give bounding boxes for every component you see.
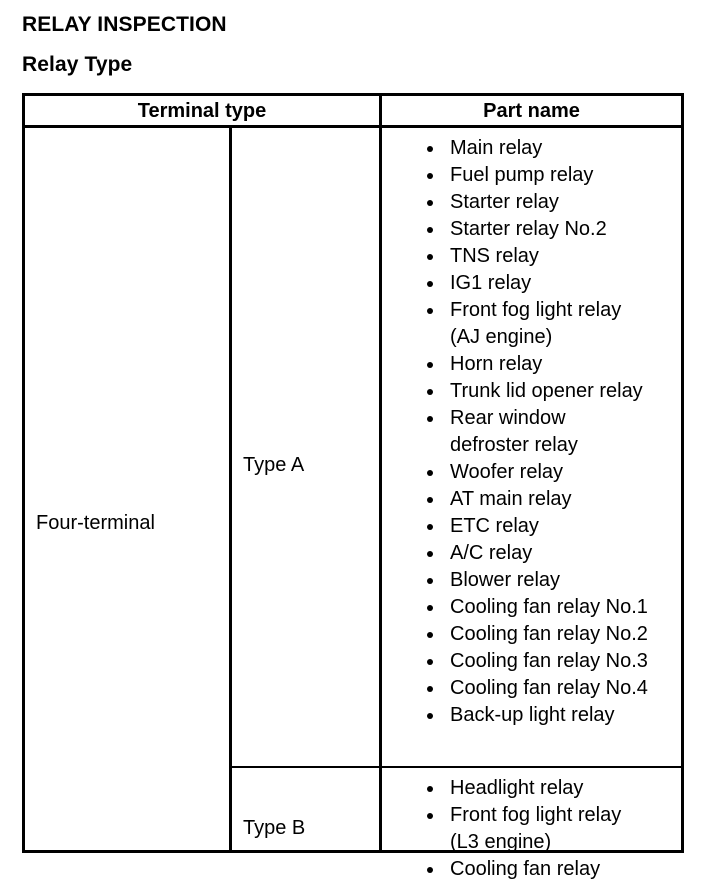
list-item: Cooling fan relay No.2 bbox=[382, 621, 681, 648]
list-item-label: A/C relay bbox=[450, 542, 533, 564]
bullet-icon bbox=[427, 786, 433, 792]
list-item: Cooling fan relay No.4 bbox=[382, 675, 681, 702]
list-item-label: Cooling fan relay No.3 bbox=[450, 650, 648, 672]
list-item: Main relay bbox=[382, 135, 681, 162]
bullet-icon bbox=[427, 146, 433, 152]
bullet-icon bbox=[427, 659, 433, 665]
list-item: Back-up light relay bbox=[382, 702, 681, 729]
bullet-icon bbox=[427, 308, 433, 314]
terminal-type-value: Four-terminal bbox=[36, 512, 155, 534]
list-item: Cooling fan relay bbox=[382, 856, 681, 883]
list-item-label: Woofer relay bbox=[450, 461, 564, 483]
list-item: Cooling fan relay No.1 bbox=[382, 594, 681, 621]
list-item-label: IG1 relay bbox=[450, 272, 532, 294]
bullet-icon bbox=[427, 632, 433, 638]
bullet-icon bbox=[427, 713, 433, 719]
list-item-label: Headlight relay bbox=[450, 777, 584, 799]
bullet-icon bbox=[427, 416, 433, 422]
terminal-type-cell: Four-terminal bbox=[25, 128, 232, 853]
list-item-continuation: defroster relay bbox=[450, 434, 578, 456]
bullet-icon bbox=[427, 389, 433, 395]
section-heading: Relay Type bbox=[22, 53, 133, 76]
list-item: Fuel pump relay bbox=[382, 162, 681, 189]
list-item: IG1 relay bbox=[382, 270, 681, 297]
bullet-icon bbox=[427, 867, 433, 873]
list-item: Front fog light relay (AJ engine) bbox=[382, 297, 681, 351]
list-item: Starter relay bbox=[382, 189, 681, 216]
list-item: AT main relay bbox=[382, 486, 681, 513]
bullet-icon bbox=[427, 362, 433, 368]
list-item: Rear window defroster relay bbox=[382, 405, 681, 459]
list-item: TNS relay bbox=[382, 243, 681, 270]
bullet-icon bbox=[427, 551, 433, 557]
list-item-label: Cooling fan relay No.1 bbox=[450, 596, 648, 618]
bullet-icon bbox=[427, 173, 433, 179]
list-item: Trunk lid opener relay bbox=[382, 378, 681, 405]
table-header-row: Terminal type Part name bbox=[25, 96, 681, 128]
list-item: Horn relay bbox=[382, 351, 681, 378]
list-item-label: Starter relay No.2 bbox=[450, 218, 607, 240]
list-item: Cooling fan relay No.3 bbox=[382, 648, 681, 675]
bullet-icon bbox=[427, 200, 433, 206]
list-item: A/C relay bbox=[382, 540, 681, 567]
type-cell-a: Type A bbox=[232, 128, 379, 768]
bullet-icon bbox=[427, 524, 433, 530]
list-item-label: Cooling fan relay bbox=[450, 858, 601, 880]
list-item-continuation: (L3 engine) bbox=[450, 831, 552, 853]
list-item-label: Trunk lid opener relay bbox=[450, 380, 643, 402]
list-item-label: ETC relay bbox=[450, 515, 539, 537]
list-item-label: Rear window bbox=[450, 407, 566, 429]
list-item: Blower relay bbox=[382, 567, 681, 594]
bullet-icon bbox=[427, 578, 433, 584]
bullet-icon bbox=[427, 813, 433, 819]
list-item-label: Cooling fan relay No.2 bbox=[450, 623, 648, 645]
bullet-icon bbox=[427, 605, 433, 611]
bullet-icon bbox=[427, 470, 433, 476]
list-item: Woofer relay bbox=[382, 459, 681, 486]
list-item-label: Horn relay bbox=[450, 353, 543, 375]
list-item-label: Fuel pump relay bbox=[450, 164, 594, 186]
list-item-label: Starter relay bbox=[450, 191, 559, 213]
list-item-continuation: (AJ engine) bbox=[450, 326, 553, 348]
bullet-icon bbox=[427, 497, 433, 503]
page-title: RELAY INSPECTION bbox=[22, 13, 227, 36]
list-item-label: TNS relay bbox=[450, 245, 539, 267]
bullet-icon bbox=[427, 227, 433, 233]
list-item-label: Front fog light relay bbox=[450, 804, 622, 826]
list-item-label: Blower relay bbox=[450, 569, 561, 591]
list-item-label: Front fog light relay bbox=[450, 299, 622, 321]
bullet-icon bbox=[427, 281, 433, 287]
list-item-label: AT main relay bbox=[450, 488, 572, 510]
relay-type-column: Type A Type B bbox=[232, 128, 382, 853]
type-cell-b: Type B bbox=[232, 768, 379, 853]
column-header-terminal-type: Terminal type bbox=[25, 96, 382, 128]
bullet-icon bbox=[427, 686, 433, 692]
list-item-label: Main relay bbox=[450, 137, 543, 159]
list-item: Front fog light relay (L3 engine) bbox=[382, 802, 681, 856]
bullet-icon bbox=[427, 254, 433, 260]
type-b-label: Type B bbox=[243, 817, 306, 839]
list-item-label: Cooling fan relay No.4 bbox=[450, 677, 648, 699]
list-item: Headlight relay bbox=[382, 775, 681, 802]
list-item: Starter relay No.2 bbox=[382, 216, 681, 243]
list-item: ETC relay bbox=[382, 513, 681, 540]
list-item-label: Back-up light relay bbox=[450, 704, 615, 726]
relay-type-table: Terminal type Part name Four-terminal Ty… bbox=[22, 93, 684, 880]
type-a-label: Type A bbox=[243, 454, 305, 476]
column-header-part-name: Part name bbox=[483, 100, 580, 122]
